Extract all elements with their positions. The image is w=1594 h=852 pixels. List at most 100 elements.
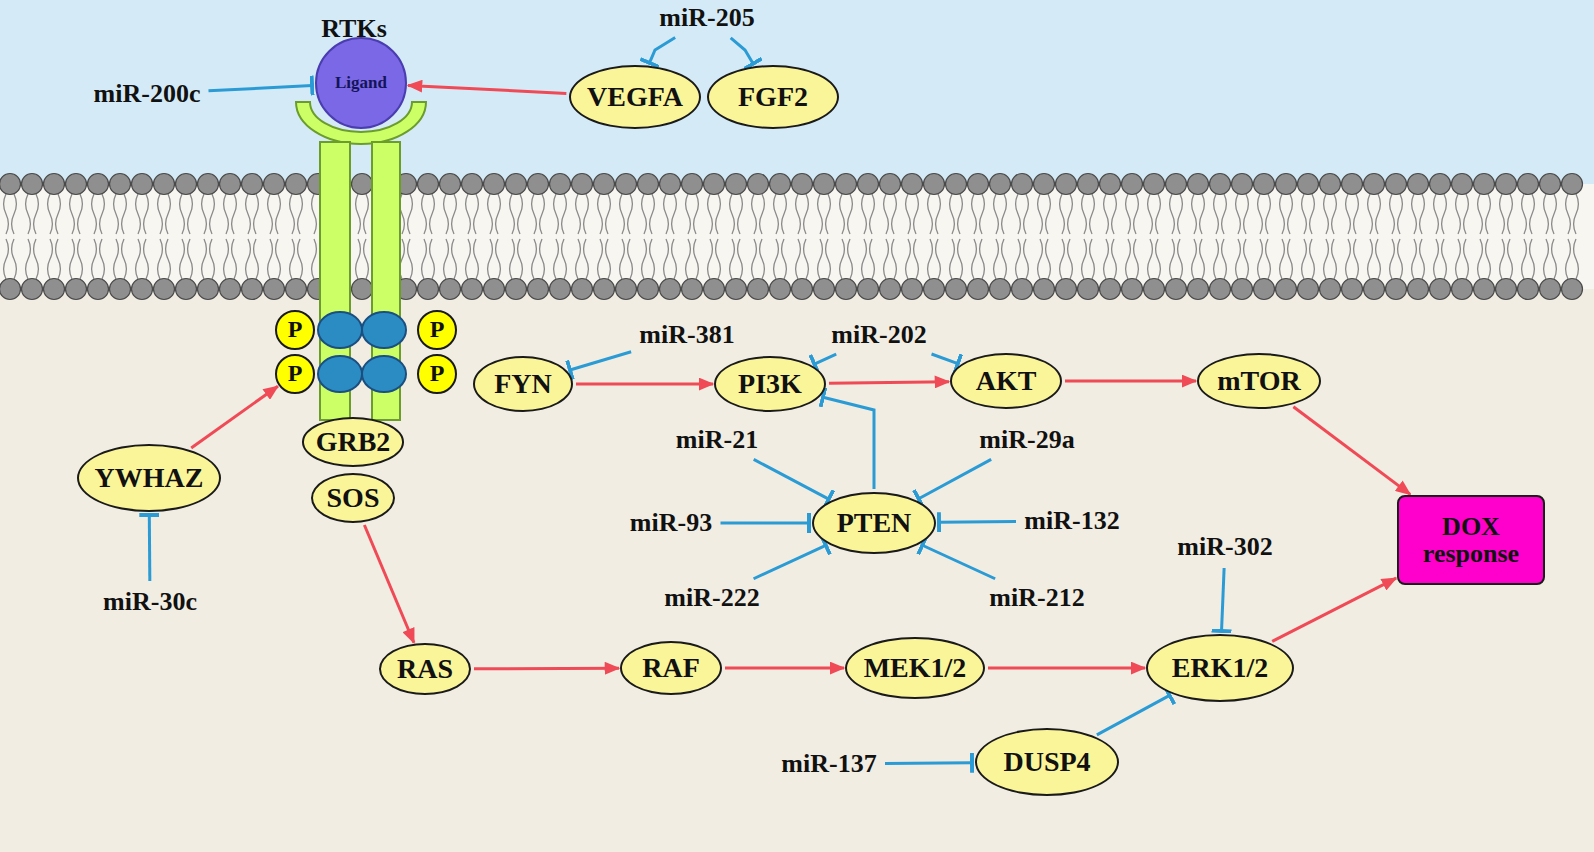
lipid-tail <box>972 194 977 234</box>
node-text: PI3K <box>738 369 802 398</box>
node-text: PTEN <box>837 508 912 537</box>
lipid-tail <box>1192 194 1197 234</box>
protein-ellipse: FGF2 <box>707 65 839 129</box>
lipid-head <box>1144 279 1165 300</box>
mirna-label: miR-132 <box>1022 506 1122 536</box>
lipid-tail <box>1236 194 1241 234</box>
cytoplasm <box>0 184 1594 852</box>
lipid-head <box>1562 279 1583 300</box>
lipid-head <box>242 174 263 195</box>
lipid-tail <box>994 239 999 279</box>
lipid-tail <box>100 194 105 234</box>
lipid-tail <box>540 194 545 234</box>
lipid-tail <box>408 194 413 234</box>
lipid-tail <box>1090 194 1095 234</box>
lipid-head <box>154 279 175 300</box>
lipid-tail <box>290 194 295 234</box>
lipid-tail <box>268 194 273 234</box>
lipid-head <box>792 174 813 195</box>
lipid-tail <box>782 194 787 234</box>
lipid-head <box>946 279 967 300</box>
lipid-tail <box>114 239 119 279</box>
lipid-tail <box>1574 194 1579 234</box>
inhibition-line <box>814 354 836 364</box>
lipid-head <box>1408 279 1429 300</box>
lipid-tail <box>562 194 567 234</box>
node-text: miR-21 <box>676 426 758 453</box>
lipid-head <box>88 279 109 300</box>
lipid-tail <box>532 194 537 234</box>
lipid-head <box>132 279 153 300</box>
lipid-head <box>220 174 241 195</box>
node-text: FGF2 <box>738 82 808 111</box>
lipid-tail <box>276 194 281 234</box>
lipid-tail <box>1170 239 1175 279</box>
lipid-tail <box>620 194 625 234</box>
lipid-head <box>1276 174 1297 195</box>
lipid-tail <box>1566 239 1571 279</box>
node-text: miR-212 <box>989 584 1084 611</box>
lipid-tail <box>606 194 611 234</box>
lipid-head <box>1364 174 1385 195</box>
inhibition-line <box>919 459 992 498</box>
kinase-domain <box>318 356 362 392</box>
lipid-head <box>660 174 681 195</box>
lipid-head <box>66 174 87 195</box>
node-text: miR-222 <box>664 584 759 611</box>
kinase-domain <box>318 312 362 348</box>
lipid-tail <box>1280 239 1285 279</box>
node-text: P <box>288 317 303 342</box>
lipid-tail <box>180 239 185 279</box>
lipid-tail <box>1134 194 1139 234</box>
lipid-tail <box>34 194 39 234</box>
lipid-head <box>154 174 175 195</box>
lipid-tail <box>246 239 251 279</box>
node-text: miR-302 <box>1177 533 1272 560</box>
lipid-tail <box>1398 239 1403 279</box>
lipid-tail <box>818 239 823 279</box>
lipid-head <box>1342 174 1363 195</box>
lipid-tail <box>1544 239 1549 279</box>
lipid-tail <box>1024 194 1029 234</box>
lipid-head <box>1056 174 1077 195</box>
activation-arrow <box>364 525 414 643</box>
protein-ellipse: ERK1/2 <box>1146 634 1294 702</box>
mirna-label: miR-222 <box>662 583 762 613</box>
lipid-head <box>1188 279 1209 300</box>
lipid-tail <box>1442 194 1447 234</box>
lipid-tail <box>628 194 633 234</box>
lipid-tail <box>202 239 207 279</box>
inhibition-line <box>1222 568 1225 631</box>
lipid-head <box>528 174 549 195</box>
lipid-tail <box>1332 194 1337 234</box>
lipid-tail <box>1486 194 1491 234</box>
lipid-head <box>44 174 65 195</box>
lipid-head <box>1430 279 1451 300</box>
lipid-tail <box>100 239 105 279</box>
lipid-tail <box>1544 194 1549 234</box>
lipid-tail <box>554 239 559 279</box>
lipid-head <box>858 279 879 300</box>
outcome-box: DOX response <box>1397 495 1545 585</box>
lipid-head <box>1100 279 1121 300</box>
inhibition-line <box>754 545 826 578</box>
protein-ellipse: DUSP4 <box>975 728 1119 796</box>
node-text: YWHAZ <box>95 463 204 492</box>
lipid-head <box>0 279 21 300</box>
lipid-head <box>1232 174 1253 195</box>
lipid-tail <box>664 239 669 279</box>
node-text: DUSP4 <box>1003 747 1090 776</box>
lipid-tail <box>694 239 699 279</box>
lipid-head <box>1034 279 1055 300</box>
lipid-tail <box>1288 239 1293 279</box>
lipid-tail <box>796 239 801 279</box>
lipid-tail <box>980 239 985 279</box>
membrane-core <box>0 184 1594 289</box>
lipid-head <box>770 279 791 300</box>
node-text: P <box>430 317 445 342</box>
lipid-head <box>506 174 527 195</box>
node-text: ERK1/2 <box>1172 653 1268 682</box>
lipid-tail <box>1200 194 1205 234</box>
lipid-tail <box>1024 239 1029 279</box>
lipid-tail <box>1368 239 1373 279</box>
